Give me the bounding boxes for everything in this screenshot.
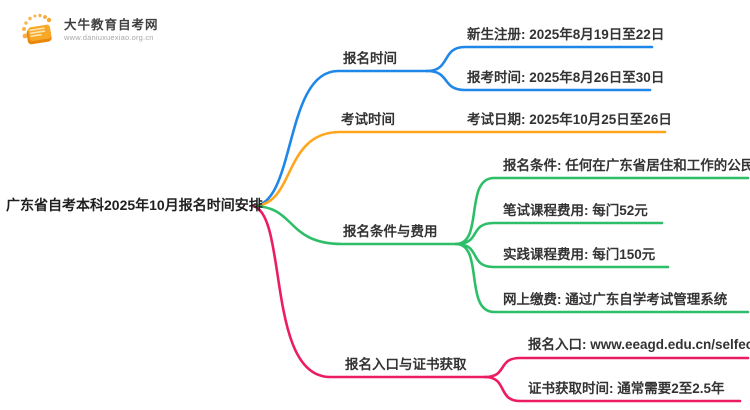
site-logo[interactable]: 大牛教育自考网 www.daniuxuexiao.org.cn xyxy=(18,10,159,50)
branch-exam-time: 考试时间 xyxy=(341,112,395,127)
leaf-application-time: 报考时间: 2025年8月26日至30日 xyxy=(467,70,665,85)
connector-exam-time xyxy=(251,130,667,208)
connector-new-student-registration xyxy=(425,45,654,73)
book-logo-icon xyxy=(22,13,52,45)
leaf-certificate-time: 证书获取时间: 通常需要2至2.5年 xyxy=(528,381,725,396)
leaf-registration-condition: 报名条件: 任何在广东省居住和工作的公民 xyxy=(503,158,750,173)
connector-written-course-fee xyxy=(454,221,664,246)
leaf-new-student-registration: 新生注册: 2025年8月19日至22日 xyxy=(467,27,665,42)
leaf-online-payment: 网上缴费: 通过广东自学考试管理系统 xyxy=(503,292,728,307)
branch-entrance-certificate: 报名入口与证书获取 xyxy=(345,357,467,372)
connector-registration-condition xyxy=(454,176,750,246)
connector-registration-time xyxy=(251,69,429,208)
leaf-practical-course-fee: 实践课程费用: 每门150元 xyxy=(503,247,656,262)
logo-url: www.daniuxuexiao.org.cn xyxy=(64,32,154,42)
connector-entrance-certificate xyxy=(251,204,487,379)
branch-conditions-fees: 报名条件与费用 xyxy=(343,224,438,239)
leaf-written-course-fee: 笔试课程费用: 每门52元 xyxy=(503,203,648,218)
connector-certificate-time xyxy=(483,375,742,403)
leaf-exam-date: 考试日期: 2025年10月25日至26日 xyxy=(467,112,672,127)
connector-application-time xyxy=(425,69,652,92)
connector-registration-entrance xyxy=(483,356,750,379)
logo-title: 大牛教育自考网 xyxy=(64,17,159,32)
connector-conditions-fees xyxy=(251,204,458,246)
central-topic: 广东省自考本科2025年10月报名时间安排 xyxy=(6,197,263,213)
leaf-registration-entrance: 报名入口: www.eeagd.edu.cn/selfec/ xyxy=(528,337,750,352)
connector-online-payment xyxy=(454,242,750,314)
branch-registration-time: 报名时间 xyxy=(343,51,397,66)
